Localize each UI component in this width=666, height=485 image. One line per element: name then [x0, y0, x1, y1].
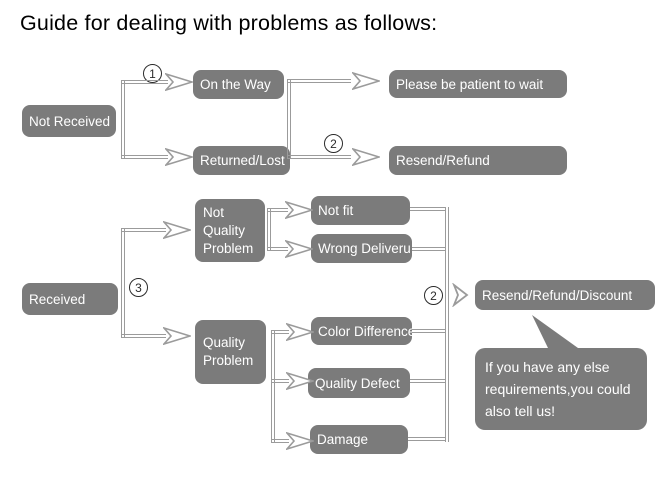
connector-line [271, 379, 289, 383]
arrowhead-icon [285, 240, 313, 258]
node-resend-refund: Resend/Refund [389, 146, 567, 175]
connector-line [267, 208, 288, 212]
connector-line [121, 80, 125, 159]
node-quality-problem: Quality Problem [195, 320, 266, 384]
connector-line [271, 330, 275, 443]
connector-line [410, 207, 445, 211]
arrowhead-icon [163, 221, 191, 239]
connector-line [408, 437, 445, 441]
connector-line [412, 247, 445, 251]
arrowhead-icon [286, 432, 314, 450]
connector-line [410, 379, 445, 383]
chevron-icon [452, 283, 469, 307]
arrowhead-icon [352, 72, 380, 90]
connector-line [267, 208, 271, 251]
node-damage: Damage [310, 425, 408, 454]
node-not-quality-problem: Not Quality Problem [195, 199, 265, 262]
step-3-badge: 3 [129, 278, 148, 297]
node-not-fit: Not fit [311, 196, 410, 225]
connector-line [271, 439, 289, 443]
node-on-the-way: On the Way [193, 70, 284, 99]
arrowhead-icon [352, 148, 380, 166]
connector-line [287, 79, 351, 83]
node-resend-refund-discount: Resend/Refund/Discount [475, 280, 655, 310]
node-please-be-patient: Please be patient to wait [389, 70, 567, 98]
arrowhead-icon [163, 327, 191, 345]
connector-line [287, 79, 291, 159]
arrowhead-icon [165, 73, 193, 91]
node-received: Received [22, 283, 118, 315]
step-2-bottom-badge: 2 [424, 286, 443, 305]
node-returned-lost: Returned/Lost [193, 146, 290, 175]
page-title: Guide for dealing with problems as follo… [20, 11, 438, 35]
node-color-difference: Color Difference [311, 317, 415, 345]
speech-bubble-tail [532, 315, 578, 348]
connector-line [121, 334, 166, 338]
note-bubble: If you have any else requirements,you co… [475, 348, 647, 430]
connector-line [121, 155, 168, 159]
connector-line [121, 80, 168, 84]
connector-line [445, 207, 449, 442]
connector-line [412, 329, 445, 333]
connector-line [121, 228, 125, 338]
node-not-received: Not Received [22, 105, 116, 137]
connector-line [271, 330, 289, 334]
node-wrong-deliveru: Wrong Deliveru [311, 234, 412, 263]
arrowhead-icon [285, 201, 313, 219]
step-2-top-badge: 2 [324, 134, 343, 153]
node-quality-defect: Quality Defect [308, 368, 410, 398]
step-1-badge: 1 [143, 64, 162, 83]
connector-line [121, 228, 166, 232]
arrowhead-icon [286, 372, 314, 390]
arrowhead-icon [286, 323, 314, 341]
connector-line [267, 247, 288, 251]
connector-line [287, 155, 351, 159]
arrowhead-icon [165, 148, 193, 166]
